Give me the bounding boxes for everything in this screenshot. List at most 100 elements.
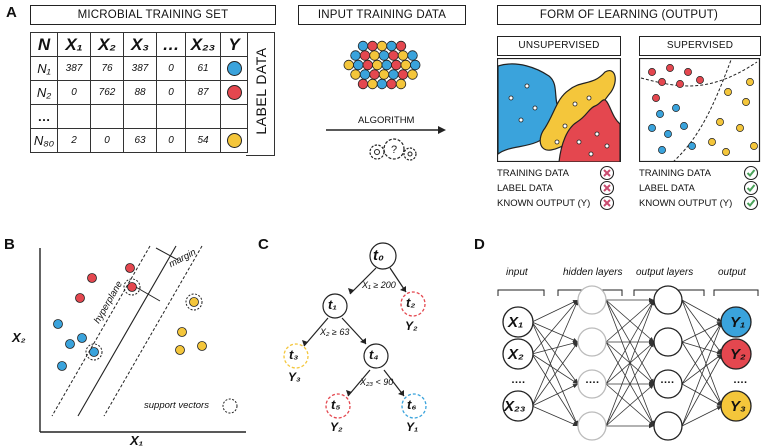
- split-rule: X₂₃ < 90: [360, 377, 394, 387]
- data-point: [656, 110, 664, 118]
- data-point: [658, 146, 666, 154]
- data-bubble: [397, 69, 409, 80]
- row-name: N₁: [30, 56, 58, 81]
- algorithm-label: ALGORITHM: [358, 115, 415, 126]
- data-bubble: [386, 40, 397, 52]
- output-node-label: Y₂: [730, 346, 746, 363]
- tree-node: [322, 293, 348, 319]
- data-bubble: [378, 69, 390, 80]
- table-row: …: [30, 104, 248, 129]
- data-bubble-cluster: [343, 40, 421, 90]
- table-cell: 0: [57, 80, 91, 105]
- gear-icon: [369, 144, 385, 160]
- data-bubble: [376, 40, 388, 52]
- legend-known-output: KNOWN OUTPUT (Y): [639, 198, 733, 209]
- data-bubble: [362, 59, 373, 71]
- row-name: N₂: [30, 80, 58, 105]
- legend-known-output: KNOWN OUTPUT (Y): [497, 198, 591, 209]
- tree-node-label: t₃: [289, 347, 299, 362]
- form-header: FORM OF LEARNING (OUTPUT): [497, 5, 761, 25]
- y-axis-label: X₂: [12, 330, 26, 345]
- supervised-header: SUPERVISED: [639, 36, 761, 56]
- table-cell: 0: [156, 128, 186, 153]
- tree-node-label: t₂: [406, 295, 416, 310]
- legend-training-data: TRAINING DATA: [497, 168, 569, 179]
- table-cell: 762: [90, 80, 124, 105]
- data-point: [722, 148, 730, 156]
- label-dot-blue: [226, 61, 242, 76]
- output-node: [720, 390, 752, 422]
- neural-network: [497, 285, 759, 441]
- tree-leaf: [400, 291, 426, 317]
- tree-leaf: [283, 343, 309, 369]
- class-label: Y₂: [405, 319, 418, 333]
- hidden-node: [577, 411, 607, 441]
- panel-c-label: C: [258, 236, 269, 253]
- data-point: [716, 118, 724, 126]
- output-label: output: [718, 267, 746, 278]
- support-vector-legend-icon: [222, 398, 238, 414]
- label-data-text: LABEL DATA: [253, 47, 269, 135]
- hidden-node: [653, 369, 683, 399]
- output-layers-label: output layers: [636, 267, 694, 278]
- data-point: [708, 138, 716, 146]
- data-point: [688, 142, 696, 150]
- data-bubble: [359, 69, 371, 80]
- data-bubble: [378, 50, 390, 61]
- data-point: [652, 94, 660, 102]
- input-layer-label: input: [506, 267, 528, 278]
- cross-icon: [599, 180, 615, 196]
- data-point: [746, 78, 754, 86]
- svg-text:?: ?: [391, 144, 397, 156]
- class-label: Y₁: [406, 420, 419, 434]
- data-point: [696, 76, 704, 84]
- table-cell: 88: [123, 80, 157, 105]
- data-point: [750, 142, 758, 150]
- unsupervised-plot: [497, 58, 621, 162]
- split-rule: X₂ ≥ 63: [320, 327, 350, 337]
- data-bubble: [369, 50, 380, 61]
- table-cell: 61: [185, 56, 221, 81]
- input-node: [502, 390, 534, 422]
- label-data-box: [246, 32, 275, 156]
- data-bubble: [359, 50, 371, 61]
- hyperplane-line: [77, 245, 177, 417]
- data-bubble: [376, 78, 388, 90]
- data-bubble: [381, 59, 392, 71]
- tree-node-root: [369, 242, 397, 270]
- data-bubble: [350, 50, 361, 61]
- output-node: [720, 338, 752, 370]
- row-name: N₈₀: [30, 128, 58, 153]
- data-point: [736, 124, 744, 132]
- data-point: [658, 78, 666, 86]
- table-cell: 76: [90, 56, 124, 81]
- table-cell: 2: [57, 128, 91, 153]
- data-bubble: [395, 40, 407, 52]
- data-bubble: [350, 69, 361, 80]
- tree-leaf: [401, 393, 427, 419]
- training-table: N X₁ X₂ X₃ … X₂₃ Y N₁ 387 76 387 0 61 N₂…: [30, 32, 248, 153]
- table-cell: 387: [123, 56, 157, 81]
- label-dot-red: [226, 85, 242, 100]
- table-header: MICROBIAL TRAINING SET: [30, 5, 276, 25]
- class-label: Y₃: [288, 370, 301, 384]
- legend-label-data: LABEL DATA: [639, 183, 695, 194]
- input-ellipsis: ….: [511, 374, 526, 386]
- input-node: [502, 306, 534, 338]
- col-header-x3: X₃: [123, 32, 157, 57]
- table-cell: 387: [57, 56, 91, 81]
- table-cell: 0: [90, 128, 124, 153]
- tree-node-label: t₅: [331, 397, 341, 412]
- legend-label-data: LABEL DATA: [497, 183, 553, 194]
- table-cell: 0: [156, 56, 186, 81]
- supervised-plot: [639, 58, 761, 162]
- data-point: [724, 88, 732, 96]
- question-gear-icon: ?: [383, 138, 405, 160]
- col-header-y: Y: [220, 32, 248, 57]
- data-bubble: [357, 40, 369, 52]
- check-icon: [743, 195, 759, 211]
- decision-tree: [283, 242, 427, 419]
- data-point: [664, 130, 672, 138]
- tree-node-label: t₆: [407, 397, 417, 412]
- data-bubble: [388, 50, 399, 61]
